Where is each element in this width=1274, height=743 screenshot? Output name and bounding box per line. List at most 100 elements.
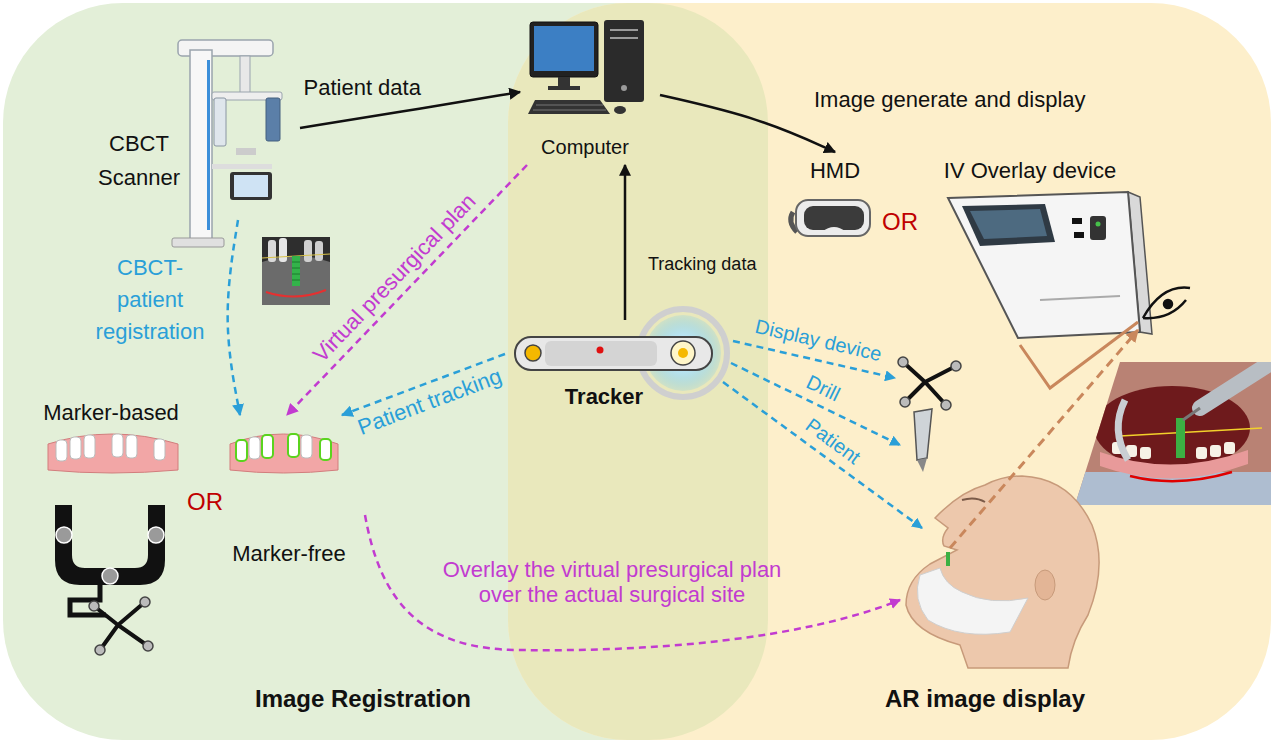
viewer-eye [1164,300,1172,308]
surgical-site-photo [1224,442,1235,454]
denture-marker-free [262,435,273,458]
surgical-site-photo [1196,447,1207,459]
region-fill [3,3,1271,740]
iv-overlay-device [962,204,1055,246]
cbct-slice-thumbnail [262,237,330,305]
denture-marker-free [288,434,299,457]
cbct-slice-thumbnail [262,256,330,305]
computer-illustration [530,22,598,77]
head-mounted-display [822,227,846,232]
display-tracking-marker [900,397,910,407]
surgical-site-photo [1140,447,1151,459]
marker-splint [143,641,153,651]
denture-marker-based [48,434,178,473]
cbct-scanner-illustration [172,40,282,247]
connector-arrow [660,95,835,152]
registration-option: Marker-free [224,415,354,575]
overlay-leader-line [365,515,900,650]
display-tracking-marker [898,357,961,410]
head-mounted-display [804,206,864,230]
node-label: Image Registration [255,685,471,714]
computer-illustration [528,20,644,114]
denture-marker-based [154,439,165,460]
patient-head [906,476,1099,668]
edge-label: Patient tracking [354,364,505,442]
computer-illustration [614,106,626,114]
display-tracking-marker [903,362,956,405]
overlay-note: Overlay the virtual presurgical plan ove… [426,557,798,608]
denture-marker-free [230,434,338,473]
cbct-scanner-illustration [240,56,250,96]
iv-overlay-device [1074,232,1084,238]
cbct-slice-thumbnail [304,240,312,262]
computer-illustration [528,100,610,114]
tracker-node: Tracker [505,320,720,413]
view-direction-arrow [950,330,1138,548]
or-label: OR [187,488,223,517]
marker-splint [140,597,150,607]
edge-label: Virtual presurgical plan [307,188,481,367]
denture-marker-free [301,435,312,458]
denture-marker-free [320,439,331,460]
optical-tracker [597,347,604,354]
cbct-scanner-illustration [266,98,280,141]
marker-splint [56,527,72,543]
view-direction-arrow [950,330,1138,548]
cbct-scanner-illustration [212,164,272,169]
marker-splint [94,602,148,650]
cbct-slice-thumbnail [292,262,300,280]
node-label: Marker-free [232,541,346,567]
display-node: IV Overlay device [920,152,1140,342]
or-label: OR [882,208,918,237]
dental-drill [914,409,932,472]
surgical-site-photo [1130,472,1232,481]
patient-head [946,552,950,566]
computer-node: Computer [520,15,660,165]
cbct-slice-thumbnail [292,256,300,286]
node-label: Tracker [565,384,643,410]
surgical-site-photo [1118,400,1128,460]
iv-overlay-device [948,192,1152,338]
cbct-scanner-illustration [230,172,272,200]
denture-marker-based [112,434,123,457]
region-band: AR image display HMD IV Overlay device [508,3,1271,740]
viewer-eye [1143,288,1190,319]
denture-marker-free [236,440,247,461]
denture-marker-based [56,440,67,461]
surgical-site-photo [1070,360,1274,512]
cbct-slice-thumbnail [279,238,287,262]
optical-tracker [515,309,727,397]
iv-overlay-device [1090,216,1106,240]
viewer-eye [1143,300,1186,318]
display-tracking-marker [941,400,951,410]
surgical-site-photo [1210,445,1221,457]
edge-label: Image generate and display [814,87,1086,113]
display-node: HMD [790,152,880,247]
edge-label: CBCT-patient registration [94,252,206,348]
cbct-slice-thumbnail [315,241,323,261]
node-label: AR image display [885,685,1085,714]
head-mounted-display [796,200,870,236]
denture-marker-free [249,437,260,459]
computer-illustration [604,20,644,102]
optical-tracker [545,341,657,366]
optical-tracker [671,341,695,365]
dental-drill [914,409,932,460]
patient-head [962,498,985,502]
denture-marker-free [230,434,338,473]
cbct-scanner-illustration [190,50,212,242]
optical-tracker [678,348,688,358]
connector-arrow [624,165,627,320]
denture-marker-based [48,434,178,473]
node-label: CBCT Scanner [91,127,187,195]
cbct-scanner-illustration [214,98,226,146]
tracking-leader-lines [723,341,922,528]
display-tracking-marker [951,361,961,371]
edge-label: Patient data [304,75,421,101]
cbct-slice-thumbnail [266,290,326,297]
marker-splint [55,505,165,585]
marker-splint [102,568,118,584]
marker-splint [95,645,105,655]
region-band: Image RegistrationCBCT ScannerMarker-bas… [3,3,768,740]
computer-illustration [533,105,606,110]
